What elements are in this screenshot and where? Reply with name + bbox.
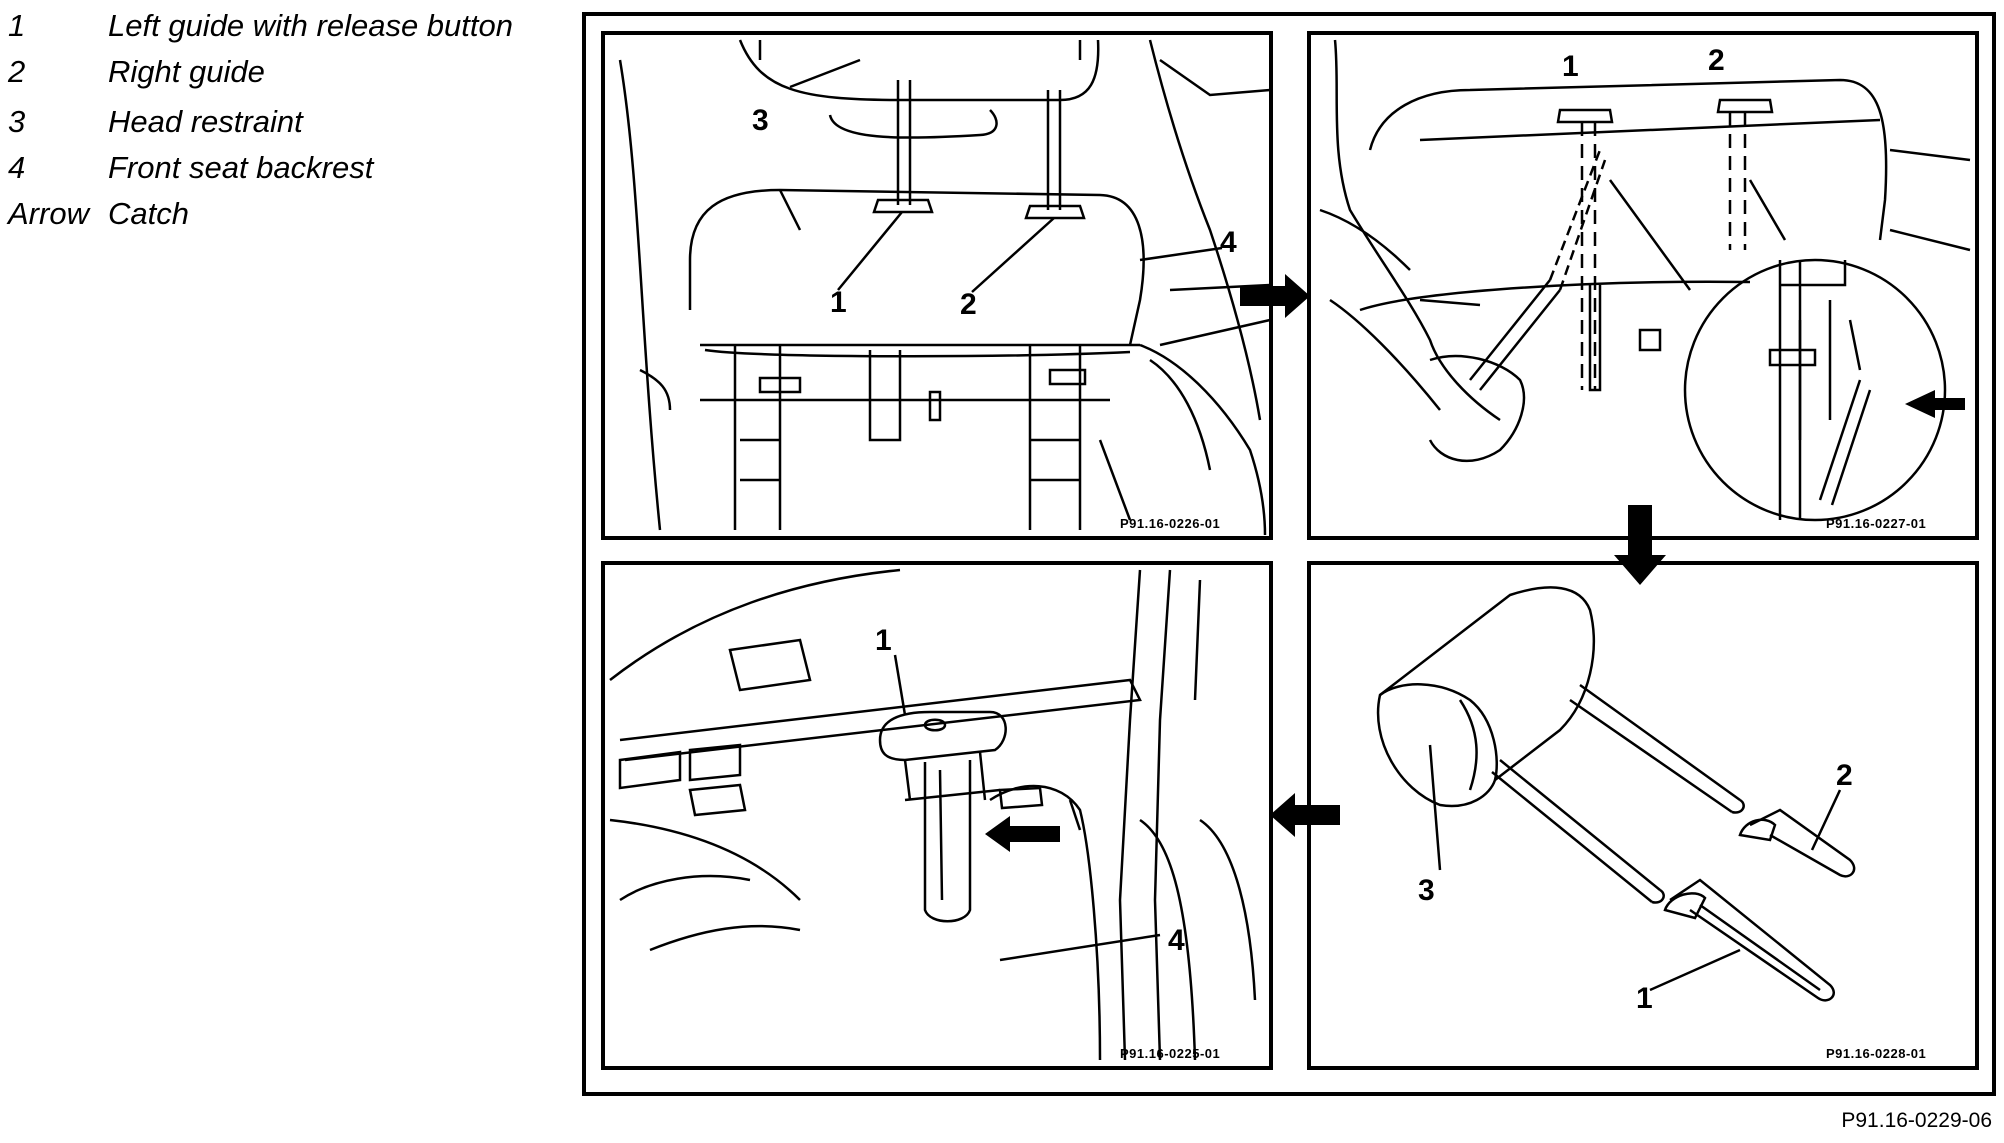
panel-2: 1 2 P91.16-0227-01 <box>1307 31 1979 540</box>
panel-4-label-1: 1 <box>875 624 892 657</box>
panel-2-label-2: 2 <box>1708 44 1725 77</box>
panel-1-code: P91.16-0226-01 <box>1120 516 1220 531</box>
panel-3-illustration <box>1376 586 1856 1002</box>
panel-4-frame <box>601 561 1273 1070</box>
panel-4-illustration <box>609 568 1257 1061</box>
panel-3: 2 3 1 P91.16-0228-01 <box>1307 561 1979 1070</box>
panel-3-code: P91.16-0228-01 <box>1826 1046 1926 1061</box>
legend-number: 1 <box>8 8 26 43</box>
panel-1-label-3: 3 <box>752 104 769 137</box>
panel-4: 1 4 P91.16-0225-01 <box>601 561 1273 1070</box>
catch-arrow <box>985 816 1060 852</box>
panel-1-label-2: 2 <box>960 288 977 321</box>
legend-text: Head restraint <box>108 104 303 139</box>
panel-2-illustration <box>1319 39 1971 522</box>
panel-1-label-1: 1 <box>830 286 847 319</box>
panel-1-frame <box>601 31 1273 540</box>
catch-arrow <box>1905 390 1965 418</box>
panel-3-label-1: 1 <box>1636 982 1653 1015</box>
panel-1: 3 1 2 4 P91.16-0226-01 <box>601 31 1273 540</box>
flow-arrow-right <box>1240 274 1310 318</box>
legend-number: 3 <box>8 104 26 139</box>
panel-1-illustration <box>618 39 1271 536</box>
flow-arrow-down <box>1614 505 1666 585</box>
legend-text: Catch <box>108 196 189 231</box>
panel-3-frame <box>1307 561 1979 1070</box>
legend-number: 4 <box>8 150 26 185</box>
legend-text: Front seat backrest <box>108 150 374 185</box>
outer-frame <box>582 12 1996 1096</box>
legend-text: Left guide with release button <box>108 8 513 43</box>
panel-2-code: P91.16-0227-01 <box>1826 516 1926 531</box>
panel-2-frame <box>1307 31 1979 540</box>
legend-number: 2 <box>8 54 26 89</box>
panel-4-label-4: 4 <box>1168 924 1185 957</box>
legend-text: Right guide <box>108 54 265 89</box>
legend-number: Arrow <box>8 196 89 231</box>
panel-4-code: P91.16-0225-01 <box>1120 1046 1220 1061</box>
panel-1-label-4: 4 <box>1220 226 1237 259</box>
panel-2-label-1: 1 <box>1562 50 1579 83</box>
figure-code: P91.16-0229-06 <box>1841 1109 1992 1132</box>
flow-arrow-left <box>1270 793 1340 837</box>
panel-3-label-2: 2 <box>1836 759 1853 792</box>
panel-3-label-3: 3 <box>1418 874 1435 907</box>
